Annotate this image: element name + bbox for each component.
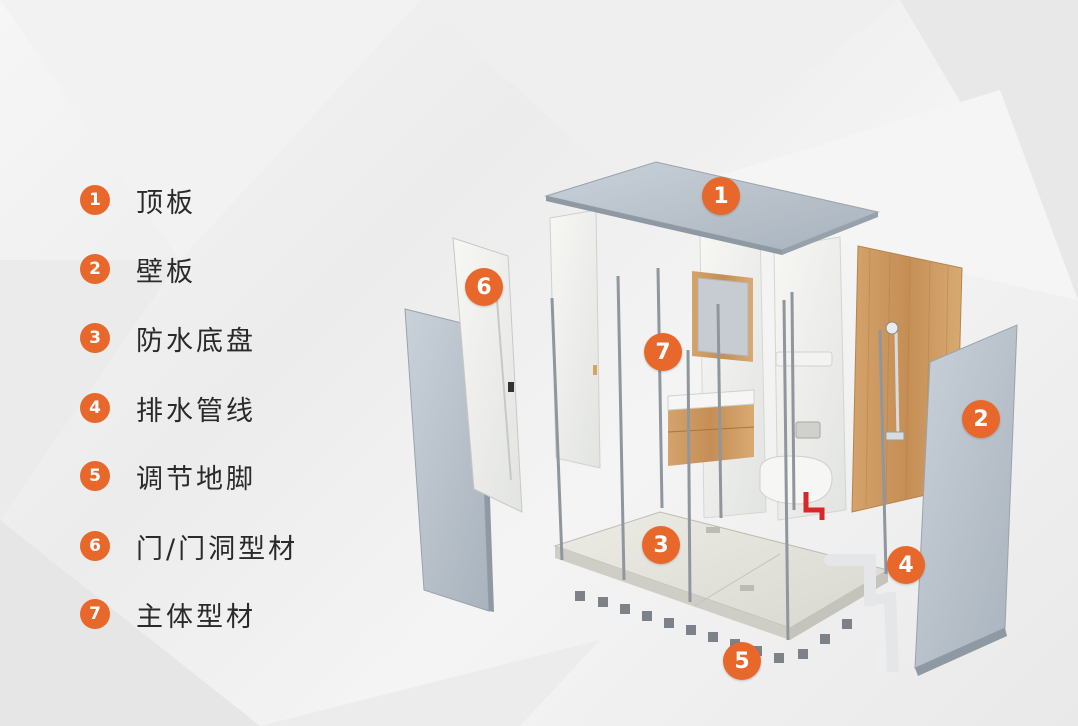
- shower-tray: [553, 511, 890, 640]
- legend-label: 门/门洞型材: [136, 533, 299, 565]
- wall-panel-right: [914, 324, 1018, 676]
- legend-number-badge: 7: [80, 599, 110, 629]
- legend-number-badge: 5: [80, 461, 110, 491]
- wall-panel-back: [699, 227, 767, 519]
- legend-item-7: 7 主体型材: [80, 596, 256, 633]
- legend-number-badge: 4: [80, 393, 110, 423]
- legend-label: 顶板: [136, 187, 196, 219]
- legend-item-4: 4 排水管线: [80, 390, 256, 427]
- legend-number-badge: 1: [80, 185, 110, 215]
- legend-label: 排水管线: [136, 395, 256, 427]
- callout-adjustable-feet: 5: [723, 642, 761, 680]
- legend-label: 壁板: [136, 256, 196, 288]
- legend-item-1: 1 顶板: [80, 182, 196, 219]
- frame-profiles: [550, 267, 888, 641]
- vanity-cabinet: [667, 389, 755, 466]
- legend-item-6: 6 门/门洞型材: [80, 528, 299, 565]
- drain-pipes: [824, 554, 899, 673]
- legend-label: 调节地脚: [136, 463, 256, 495]
- door-frame-panel: [452, 237, 523, 513]
- callout-shower-tray: 3: [642, 526, 680, 564]
- callout-door-frame: 6: [465, 268, 503, 306]
- legend-item-3: 3 防水底盘: [80, 320, 256, 357]
- callout-wall-panel: 2: [962, 400, 1000, 438]
- legend-number-badge: 6: [80, 531, 110, 561]
- mirror-cabinet: [692, 271, 753, 362]
- toilet: [759, 351, 833, 505]
- legend-label: 防水底盘: [136, 325, 256, 357]
- callout-frame-profiles: 7: [644, 333, 682, 371]
- callout-ceiling: 1: [702, 177, 740, 215]
- legend-label: 主体型材: [136, 601, 256, 633]
- legend-number-badge: 3: [80, 323, 110, 353]
- legend-item-5: 5 调节地脚: [80, 458, 256, 495]
- shower-set: [885, 321, 905, 441]
- callout-drain-pipes: 4: [887, 546, 925, 584]
- legend-item-2: 2 壁板: [80, 251, 196, 288]
- legend-number-badge: 2: [80, 254, 110, 284]
- red-supply-pipe: [803, 492, 825, 520]
